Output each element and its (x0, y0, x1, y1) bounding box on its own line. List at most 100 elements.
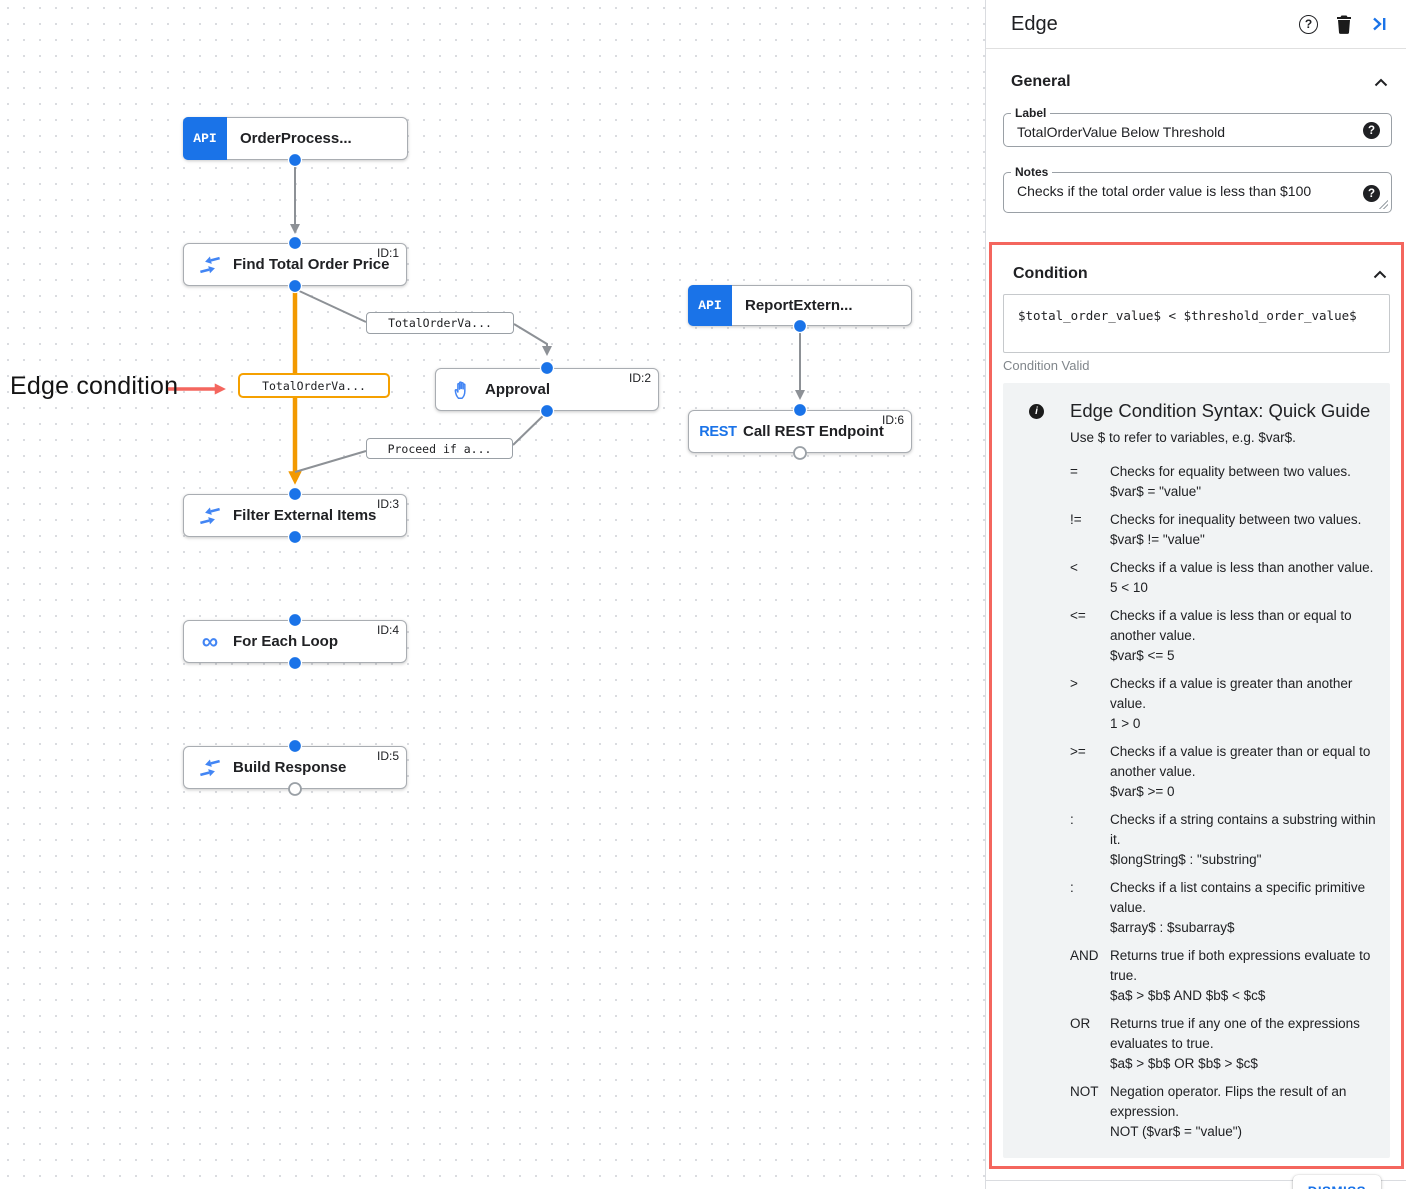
operator-row: <= Checks if a value is less than or equ… (1070, 606, 1378, 666)
operator-row: < Checks if a value is less than another… (1070, 558, 1378, 598)
node-label: For Each Loop (233, 633, 338, 650)
loop-icon: ∞ (201, 628, 219, 654)
operator-example: $var$ >= 0 (1110, 784, 1175, 799)
node-call-rest-endpoint[interactable]: ID:6 REST Call REST Endpoint (688, 410, 912, 453)
notes-field[interactable]: Notes Checks if the total order value is… (1003, 165, 1392, 213)
node-id-badge: ID:1 (376, 246, 399, 260)
node-order-process[interactable]: API OrderProcess... (183, 117, 408, 160)
data-mapping-icon (197, 758, 223, 778)
operator-example: 5 < 10 (1110, 580, 1148, 595)
syntax-operator-list: = Checks for equality between two values… (1070, 462, 1378, 1142)
delete-icon[interactable] (1335, 14, 1353, 34)
label-field-value[interactable]: TotalOrderValue Below Threshold (1017, 124, 1226, 140)
condition-highlight-box: Condition $total_order_value$ < $thresho… (989, 242, 1404, 1169)
condition-heading: Condition (1013, 265, 1088, 282)
node-id-badge: ID:5 (376, 749, 399, 763)
node-find-total-order-price[interactable]: ID:1 Find Total Order Price (183, 243, 407, 286)
operator-row: : Checks if a string contains a substrin… (1070, 810, 1378, 870)
panel-title: Edge (1011, 12, 1058, 35)
operator-example: $var$ <= 5 (1110, 648, 1175, 663)
operator-row: AND Returns true if both expressions eva… (1070, 946, 1378, 1006)
collapse-general-icon[interactable] (1374, 78, 1388, 87)
edge-branch-to-label[interactable] (294, 288, 367, 323)
condition-valid-status: Condition Valid (1003, 358, 1090, 373)
node-id-badge: ID:4 (376, 623, 399, 637)
node-filter-external-items[interactable]: ID:3 Filter External Items (183, 494, 407, 537)
node-for-each-loop[interactable]: ID:4 ∞ For Each Loop (183, 620, 407, 663)
operator-desc: Negation operator. Flips the result of a… (1110, 1084, 1347, 1119)
notes-field-label: Notes (1011, 165, 1053, 179)
operator-desc: Returns true if both expressions evaluat… (1110, 948, 1371, 983)
notes-help-icon[interactable]: ? (1363, 185, 1380, 202)
general-heading: General (1011, 73, 1071, 90)
operator-desc: Checks for equality between two values. (1110, 464, 1351, 479)
dismiss-button[interactable]: DISMISS (1292, 1175, 1381, 1189)
node-report-extern[interactable]: API ReportExtern... (688, 285, 912, 326)
operator-example: $var$ = "value" (1110, 484, 1202, 499)
node-label: Filter External Items (233, 507, 377, 524)
operator-row: NOT Negation operator. Flips the result … (1070, 1082, 1378, 1142)
operator-desc: Checks if a value is less than or equal … (1110, 608, 1352, 643)
syntax-guide-subtitle: Use $ to refer to variables, e.g. $var$. (1070, 430, 1296, 445)
condition-expression-input[interactable]: $total_order_value$ < $threshold_order_v… (1003, 294, 1390, 353)
header-divider (986, 48, 1406, 49)
operator-example: $longString$ : "substring" (1110, 852, 1262, 867)
edge-label-totalordervalue-selected[interactable]: TotalOrderVa... (238, 373, 390, 398)
operator-row: = Checks for equality between two values… (1070, 462, 1378, 502)
node-label: Build Response (233, 759, 347, 776)
edge-condition-annotation: Edge condition (10, 372, 179, 400)
node-id-badge: ID:3 (376, 497, 399, 511)
operator-desc: Checks if a string contains a substring … (1110, 812, 1376, 847)
condition-section-header: Condition (1002, 265, 1391, 283)
api-trigger-icon: API (183, 117, 227, 160)
general-section-header: General (986, 73, 1406, 91)
data-mapping-icon (197, 506, 223, 526)
node-label: Approval (485, 381, 551, 398)
operator-desc: Checks if a value is greater than anothe… (1110, 676, 1353, 711)
operator-row: != Checks for inequality between two val… (1070, 510, 1378, 550)
collapse-panel-icon[interactable] (1370, 15, 1388, 33)
edge-proceed-label-merge[interactable] (294, 450, 367, 473)
label-field-label: Label (1011, 106, 1051, 120)
info-icon: i (1029, 404, 1044, 419)
label-field[interactable]: Label TotalOrderValue Below Threshold ? (1003, 106, 1392, 147)
edge-label-proceed-if[interactable]: Proceed if a... (366, 438, 513, 459)
syntax-guide-box: i Edge Condition Syntax: Quick Guide Use… (1003, 383, 1390, 1158)
operator-example: $a$ > $b$ OR $b$ > $c$ (1110, 1056, 1258, 1071)
operator-row: OR Returns true if any one of the expres… (1070, 1014, 1378, 1074)
operator-desc: Checks if a value is greater than or equ… (1110, 744, 1371, 779)
node-build-response[interactable]: ID:5 Build Response (183, 746, 407, 789)
edge-approval-to-proceed-label[interactable] (512, 411, 548, 446)
operator-desc: Checks for inequality between two values… (1110, 512, 1362, 527)
operator-desc: Checks if a value is less than another v… (1110, 560, 1374, 575)
operator-example: NOT ($var$ = "value") (1110, 1124, 1243, 1139)
collapse-condition-icon[interactable] (1373, 270, 1387, 279)
textarea-resize-handle[interactable] (1379, 200, 1388, 209)
data-mapping-icon (197, 255, 223, 275)
node-label: Call REST Endpoint (743, 423, 884, 440)
panel-footer: DISMISS (986, 1175, 1406, 1189)
edge-label-totalordervalue[interactable]: TotalOrderVa... (366, 312, 514, 334)
operator-desc: Checks if a list contains a specific pri… (1110, 880, 1366, 915)
node-label: ReportExtern... (745, 297, 853, 314)
node-id-badge: ID:6 (881, 413, 904, 427)
edge-properties-panel: Edge ? General Label TotalOrderValue Bel… (985, 0, 1406, 1189)
operator-row: > Checks if a value is greater than anot… (1070, 674, 1378, 734)
notes-field-value[interactable]: Checks if the total order value is less … (1017, 183, 1312, 199)
node-label: Find Total Order Price (233, 256, 390, 273)
approval-hand-icon (449, 379, 475, 401)
edges-layer (288, 161, 805, 485)
help-icon[interactable]: ? (1299, 14, 1318, 34)
operator-desc: Returns true if any one of the expressio… (1110, 1016, 1360, 1051)
operator-example: $array$ : $subarray$ (1110, 920, 1235, 935)
flow-canvas[interactable]: API OrderProcess... ID:1 Find Total Orde… (0, 0, 985, 1189)
node-approval[interactable]: ID:2 Approval (435, 368, 659, 411)
node-id-badge: ID:2 (628, 371, 651, 385)
label-help-icon[interactable]: ? (1363, 122, 1380, 139)
node-label: OrderProcess... (240, 130, 352, 147)
operator-example: $var$ != "value" (1110, 532, 1205, 547)
edge-label-to-approval[interactable] (513, 323, 552, 356)
operator-row: : Checks if a list contains a specific p… (1070, 878, 1378, 938)
panel-header: Edge ? (986, 0, 1406, 48)
rest-task-icon: REST (699, 423, 737, 440)
